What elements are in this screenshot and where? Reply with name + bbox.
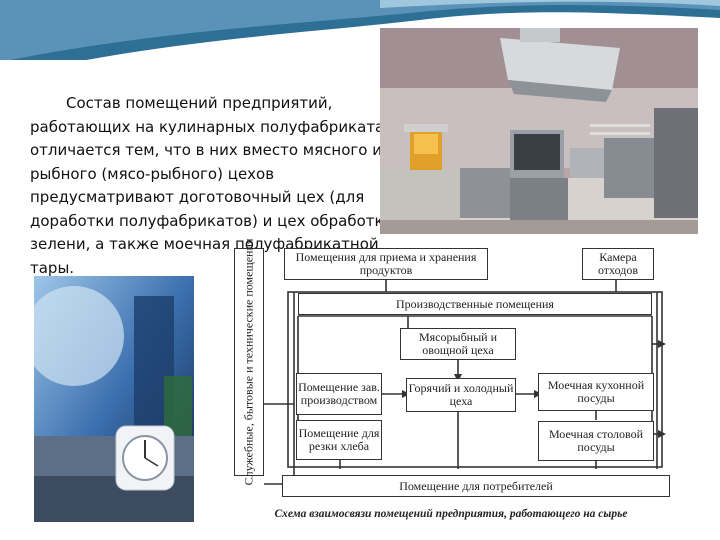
production-manager-box: Помещение зав. производством [296,373,382,415]
meat-fish-vegetable-box: Мясорыбный и овощной цеха [400,328,516,360]
production-rooms-box: Производственные помещения [298,293,652,315]
kitchen-timer-photo [34,276,194,522]
waste-chamber-box: Камера отходов [582,248,654,280]
service-rooms-label: Служебные, бытовые и технические помещен… [243,239,256,486]
service-rooms-box: Служебные, бытовые и технические помещен… [234,248,264,476]
hot-cold-shop-box: Горячий и холодный цеха [406,378,516,412]
scheme-caption: Схема взаимосвязи помещений предприятия,… [232,508,670,520]
premises-scheme: Служебные, бытовые и технические помещен… [232,244,670,530]
kitchen-utensil-wash-box: Моечная кухонной посуды [538,373,654,411]
reception-storage-box: Помещения для приема и хранения продукто… [284,248,488,280]
consumers-hall-box: Помещение для потребителей [282,475,670,497]
bread-cutting-box: Помещение для резки хлеба [296,420,382,460]
tableware-wash-box: Моечная столовой посуды [538,421,654,461]
kitchen-photo [380,28,698,234]
